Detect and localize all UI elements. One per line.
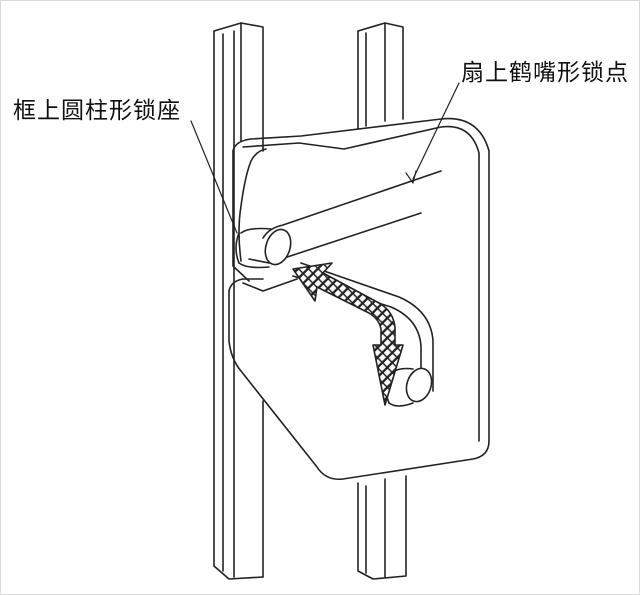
label-sash-crane-beak-lock-point: 扇上鹤嘴形锁点 — [461, 60, 629, 86]
leader-arrowhead — [405, 170, 417, 184]
frame-rail-left — [213, 22, 264, 580]
leader-lines — [190, 82, 460, 234]
movement-arrow — [292, 262, 404, 406]
leader-sash-point — [412, 82, 460, 180]
frame-rail-right — [357, 22, 407, 580]
sash-lock-plate — [228, 117, 490, 481]
frame-cylinder-seat — [235, 227, 292, 269]
sash-cylinder-point — [385, 367, 433, 407]
leader-frame-seat — [190, 120, 238, 234]
label-frame-cylinder-seat: 框上圆柱形锁座 — [13, 98, 181, 124]
